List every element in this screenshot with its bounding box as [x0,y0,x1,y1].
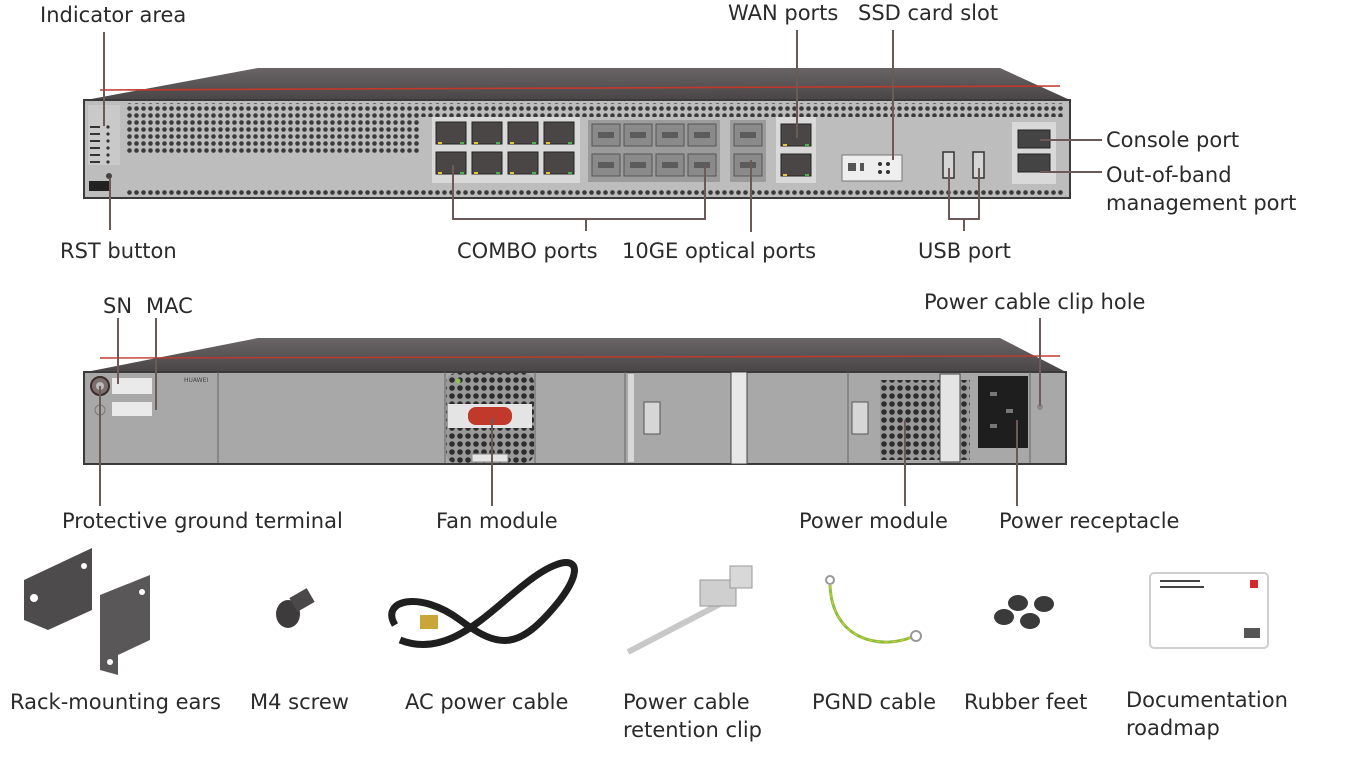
rst-button[interactable] [106,173,112,179]
accessory-label-rack-mounting-ears: Rack-mounting ears [10,690,221,714]
leader-combo-r [704,165,706,219]
mac-label-plate [112,402,152,416]
leader-power-module [904,420,906,506]
power-cable-clip-hole [1037,404,1043,410]
power-slot-1 [628,371,748,465]
label-console-port: Console port [1106,128,1240,152]
sfp-port[interactable] [623,153,653,177]
rear-chassis-top [86,338,1066,372]
leader-wan [796,30,798,138]
sfp-port[interactable] [655,123,685,147]
leader-oob [1040,171,1102,173]
sfp-port[interactable] [687,123,717,147]
label-combo-ports: COMBO ports [457,239,598,263]
combo-rj45-port[interactable] [471,121,503,145]
power-module[interactable] [851,373,970,463]
combo-rj45-port[interactable] [507,151,539,175]
wan-port[interactable] [780,153,812,177]
documentation-roadmap-image [1149,572,1269,649]
fan-module[interactable] [446,373,534,463]
leader-combo-h [452,218,706,220]
accessory-label-rubber-feet: Rubber feet [964,690,1088,714]
leader-receptacle [1016,420,1018,506]
leader-clip-hole [1039,318,1041,406]
label-sn: SN [103,294,133,318]
rubber-feet-image [994,595,1054,629]
label-fan-module: Fan module [436,509,558,533]
sfp-port[interactable] [623,123,653,147]
pgnd-cable-image [825,575,922,644]
label-wan-ports: WAN ports [728,1,839,25]
rear-brand-text: HUAWEI [184,377,208,384]
leader-ground [99,386,101,506]
sfp-port[interactable] [655,153,685,177]
leader-usb-l [948,168,950,219]
leader-sn [117,318,119,384]
combo-rj45-port[interactable] [435,151,467,175]
leader-combo-stem [585,219,587,231]
label-oob-line1: Out-of-band [1106,163,1232,187]
front-vent-left [125,117,420,153]
leader-ssd [892,30,894,160]
combo-rj45-port[interactable] [507,121,539,145]
leader-combo-l [452,165,454,219]
accessory-label-pgnd-cable: PGND cable [812,690,936,714]
sfp-port[interactable] [687,153,717,177]
front-usb-label-block [89,181,111,191]
sfp-port[interactable] [591,123,621,147]
accessory-label-m4-screw: M4 screw [250,690,349,714]
label-usb-port: USB port [918,239,1011,263]
front-vent-top [125,103,1065,117]
sn-label-plate [112,378,152,394]
combo-rj45-port[interactable] [471,151,503,175]
front-vent-bottom [125,190,1065,196]
combo-rj45-port[interactable] [543,121,575,145]
leader-mac [155,318,157,410]
leader-console [1040,139,1102,141]
label-power-module: Power module [799,509,948,533]
label-protective-ground-terminal: Protective ground terminal [62,509,343,533]
leader-indicator-area [103,32,105,126]
label-ssd-card-slot: SSD card slot [858,1,999,25]
leader-usb-r [978,168,980,219]
combo-rj45-port[interactable] [435,121,467,145]
label-mac: MAC [146,294,193,318]
optical-10ge-port[interactable] [733,153,763,177]
ac-power-cable-image [388,559,578,649]
optical-10ge-port[interactable] [733,123,763,147]
leader-fan [491,418,493,506]
power-receptacle[interactable] [978,376,1028,448]
front-chassis-top [86,68,1070,100]
leader-rst-button [109,178,111,230]
rack-mounting-ears-image [24,548,150,675]
accessory-label-ac-power-cable: AC power cable [405,690,569,714]
m4-screw-image [276,588,315,628]
label-power-receptacle: Power receptacle [999,509,1180,533]
label-oob-line2: management port [1106,191,1297,215]
combo-rj45-port[interactable] [543,151,575,175]
leader-10ge [750,160,752,232]
label-rst-button: RST button [60,239,177,263]
leader-usb-stem [963,219,965,231]
oob-management-port[interactable] [1017,153,1051,173]
label-power-cable-clip-hole: Power cable clip hole [924,290,1146,314]
label-10ge-optical-ports: 10GE optical ports [622,239,817,263]
sfp-port[interactable] [591,153,621,177]
power-cable-retention-clip-image [626,565,753,655]
label-indicator-area: Indicator area [40,3,187,27]
